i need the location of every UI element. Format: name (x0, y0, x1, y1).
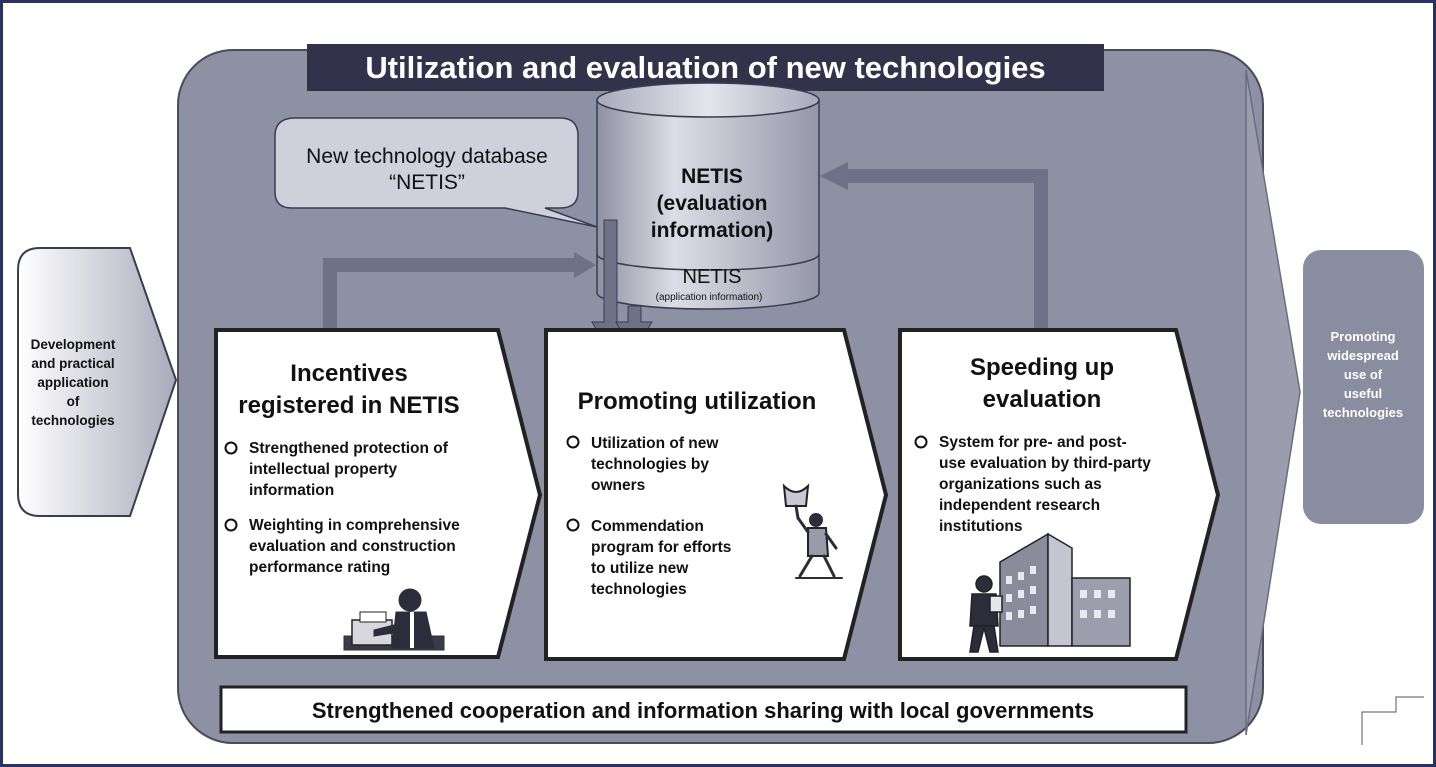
left-box-line: and practical (31, 356, 114, 371)
panel-heading: Speeding up (970, 354, 1114, 381)
panel-heading: Incentives (290, 360, 407, 387)
bullet-markers (224, 435, 928, 532)
database-top-label: (evaluation (657, 192, 768, 215)
left-box-line: application (37, 375, 108, 390)
panel-bullet-text: program for efforts (591, 539, 731, 556)
panel-bullet-text: Strengthened protection of (249, 440, 449, 457)
panel-promoting-utilization (544, 328, 889, 661)
left-box-line: Development (31, 337, 116, 352)
panel-bullet-text: owners (591, 477, 645, 494)
panel-bullet-text: performance rating (249, 559, 390, 576)
database-bottom-label: NETIS (683, 266, 742, 288)
callout-line: “NETIS” (389, 171, 465, 194)
panel-bullet-text: to utilize new (591, 560, 689, 577)
panel-bullet-text: organizations such as (939, 476, 1102, 493)
person-at-computer-icon (343, 588, 445, 651)
panel-bullet-text: independent research (939, 497, 1100, 514)
arrow-from-evaluation (845, 169, 1048, 332)
panel-bullet-text: Commendation (591, 518, 704, 535)
callout-bubble (274, 117, 598, 228)
corner-decoration (1361, 696, 1424, 745)
callout-line: New technology database (306, 145, 548, 168)
netis-database-cylinder (596, 82, 820, 310)
bullet-marker (566, 518, 580, 532)
panel-bullet-text: intellectual property (249, 461, 398, 478)
arrow-to-database-head (574, 252, 596, 278)
right-box-line: useful (1344, 386, 1382, 401)
left-box-text: Development and practical application of… (31, 337, 116, 428)
arrow-to-database (323, 258, 577, 330)
panel-heading: evaluation (983, 386, 1102, 413)
arrow-from-evaluation-head (820, 162, 848, 190)
bullet-marker (224, 518, 238, 532)
person-in-front-of-buildings-icon (969, 532, 1131, 653)
right-output-box (1303, 250, 1424, 524)
bottom-banner-box (219, 685, 1188, 734)
bullet-marker (224, 441, 238, 455)
bullet-marker (566, 435, 580, 449)
panel-bullet-text: evaluation and construction (249, 538, 456, 555)
panel-bullet-text: information (249, 482, 334, 499)
panel-bullet-text: technologies by (591, 456, 709, 473)
left-input-box (17, 247, 178, 517)
database-top-label: information) (651, 219, 773, 242)
panel-heading: Promoting utilization (578, 388, 817, 415)
panel-heading: registered in NETIS (238, 392, 459, 419)
right-box-line: technologies (1323, 405, 1403, 420)
right-box-line: use of (1344, 367, 1383, 382)
database-bottom-sublabel: (application information) (656, 292, 763, 303)
person-holding-trophy-icon (782, 483, 843, 579)
panel-bullet-text: use evaluation by third-party (939, 455, 1151, 472)
panel-bullet-text: System for pre- and post- (939, 434, 1127, 451)
page-title: Utilization and evaluation of new techno… (365, 50, 1045, 85)
right-box-line: widespread (1326, 348, 1399, 363)
panel-bullet-text: Utilization of new (591, 435, 719, 452)
bullet-marker (914, 435, 928, 449)
database-top-label: NETIS (681, 165, 743, 188)
bottom-banner-text: Strengthened cooperation and information… (312, 698, 1094, 723)
panel-bullet-text: technologies (591, 581, 687, 598)
big-right-arrow (1245, 69, 1301, 736)
panel-incentives (214, 328, 543, 659)
right-box-text: Promoting widespread use of useful techn… (1323, 329, 1403, 420)
panel-bullet-text: institutions (939, 518, 1023, 535)
panel-bullet-text: Weighting in comprehensive (249, 517, 460, 534)
left-box-line: of (67, 394, 80, 409)
right-box-line: Promoting (1331, 329, 1396, 344)
left-box-line: technologies (31, 413, 114, 428)
